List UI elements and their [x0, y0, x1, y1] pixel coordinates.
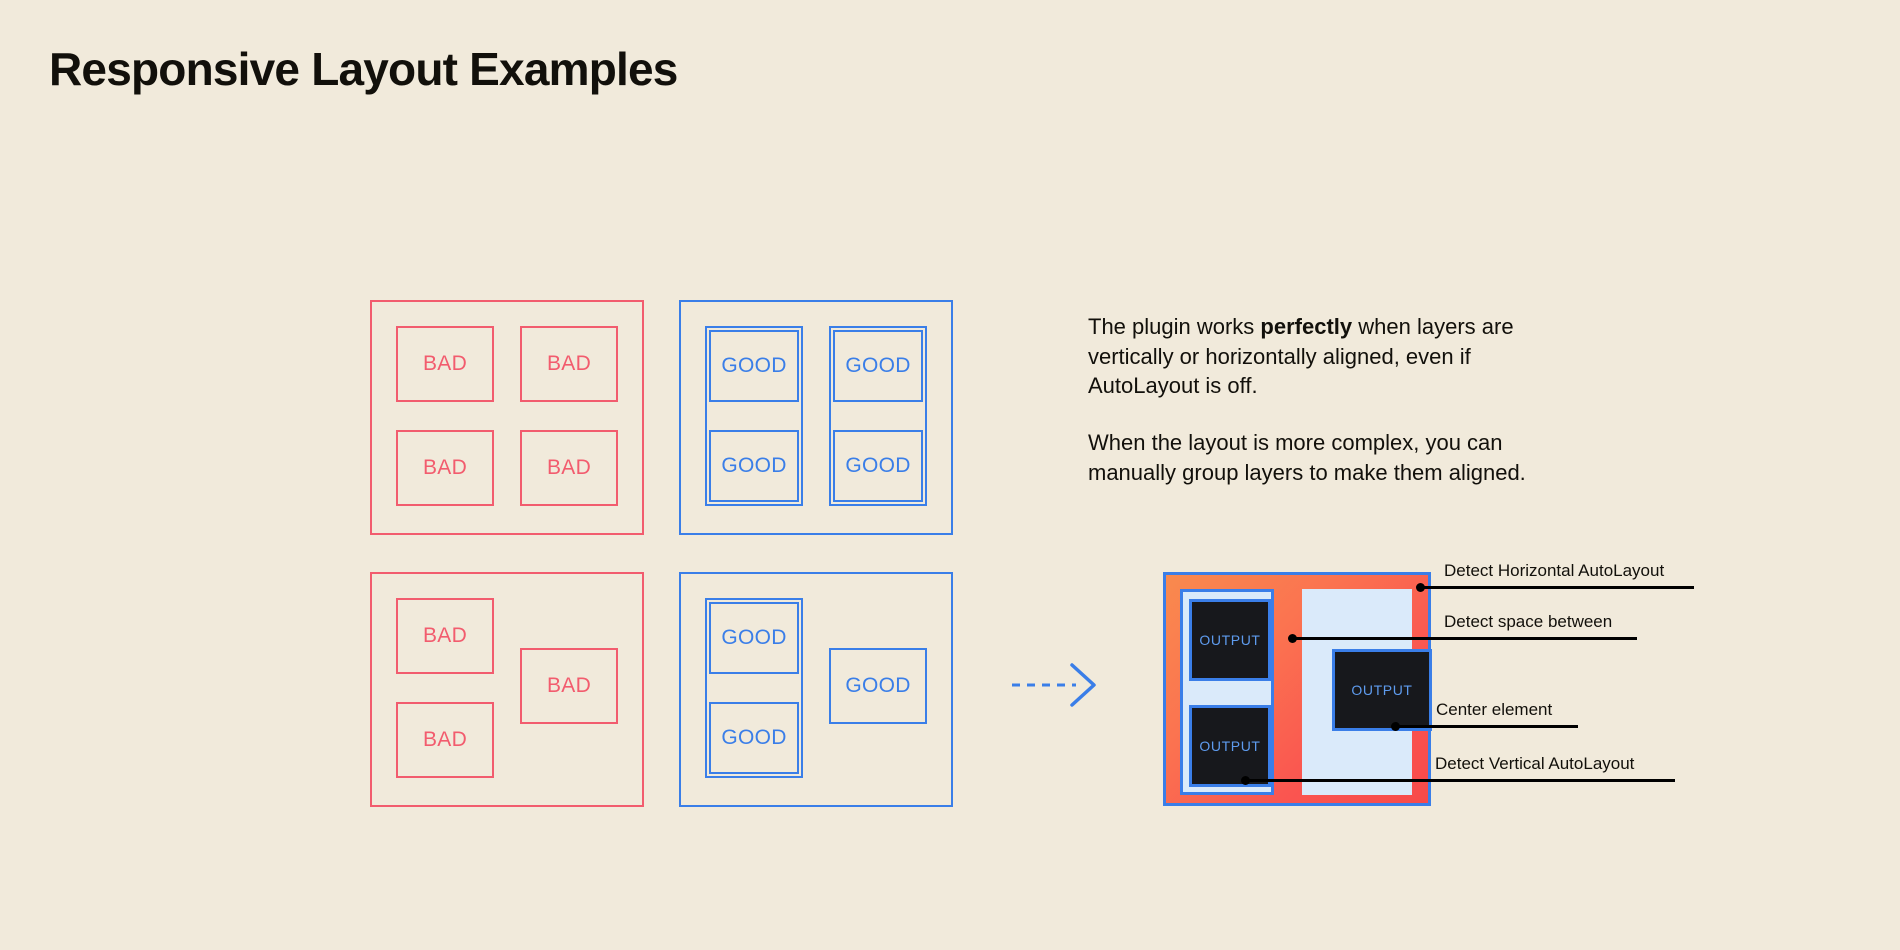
box-good: GOOD — [833, 430, 923, 502]
output-box: OUTPUT — [1189, 705, 1271, 787]
vertical-stack-panel: OUTPUT OUTPUT — [1180, 589, 1274, 795]
box-good: GOOD — [833, 330, 923, 402]
box-bad: BAD — [396, 598, 494, 674]
autolayout-detection-diagram: OUTPUT OUTPUT OUTPUT — [1163, 572, 1432, 806]
page-title: Responsive Layout Examples — [49, 43, 678, 95]
paragraph-1-before: The plugin works — [1088, 314, 1261, 339]
example-frame-good-complex: GOOD GOOD GOOD — [679, 572, 953, 807]
box-bad: BAD — [396, 702, 494, 778]
box-good: GOOD — [709, 602, 799, 674]
layer-group: GOOD GOOD — [829, 326, 927, 506]
callout-label: Detect Vertical AutoLayout — [1435, 754, 1635, 773]
callout-leader-line — [1292, 637, 1637, 640]
box-bad: BAD — [520, 648, 618, 724]
output-box: OUTPUT — [1332, 649, 1432, 731]
box-bad: BAD — [520, 430, 618, 506]
box-good: GOOD — [709, 330, 799, 402]
layer-group: GOOD GOOD — [705, 326, 803, 506]
paragraph-1-bold: perfectly — [1260, 314, 1353, 339]
callout-label: Detect Horizontal AutoLayout — [1444, 561, 1665, 580]
callout-label: Center element — [1436, 700, 1553, 719]
example-frame-bad-grid: BAD BAD BAD BAD — [370, 300, 644, 535]
callout-leader-line — [1245, 779, 1675, 782]
example-frame-bad-complex: BAD BAD BAD — [370, 572, 644, 807]
callout-leader-line — [1395, 725, 1578, 728]
dashed-arrow-right-icon — [1010, 660, 1100, 710]
paragraph-complex-layout: When the layout is more complex, you can… — [1088, 430, 1526, 485]
callout-label: Detect space between — [1444, 612, 1613, 631]
box-good: GOOD — [709, 430, 799, 502]
diagram-inner: OUTPUT OUTPUT OUTPUT — [1180, 589, 1432, 795]
paragraph-1-after: when layers are vertically or horizontal… — [1088, 314, 1514, 398]
box-good: GOOD — [709, 702, 799, 774]
box-good: GOOD — [829, 648, 927, 724]
output-box: OUTPUT — [1189, 599, 1271, 681]
paragraph-plugin-works: The plugin works perfectly when layers a… — [1088, 312, 1548, 401]
center-element-panel: OUTPUT — [1302, 589, 1432, 795]
example-frame-good-grid: GOOD GOOD GOOD GOOD — [679, 300, 953, 535]
box-bad: BAD — [396, 430, 494, 506]
layer-group: GOOD GOOD — [705, 598, 803, 778]
box-bad: BAD — [396, 326, 494, 402]
callout-leader-line — [1420, 586, 1694, 589]
box-bad: BAD — [520, 326, 618, 402]
